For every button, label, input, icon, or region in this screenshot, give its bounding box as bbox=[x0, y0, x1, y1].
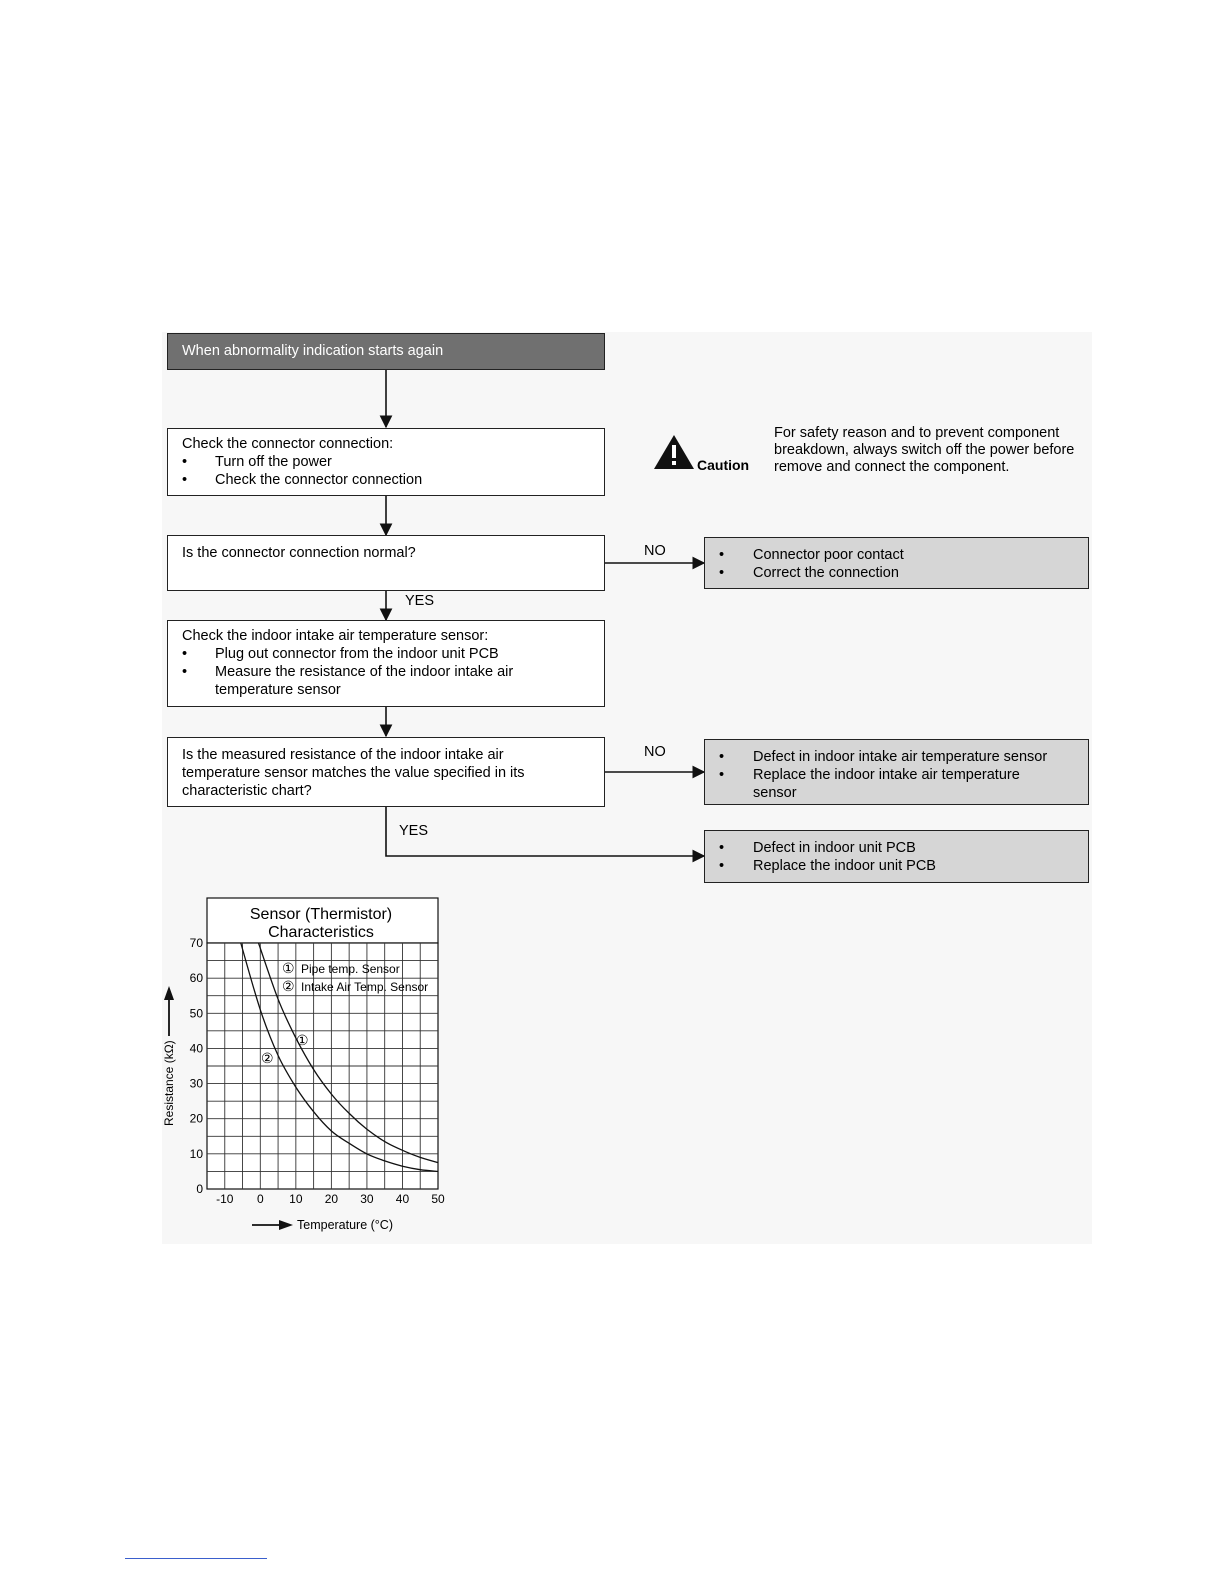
y-tick-label: 70 bbox=[190, 936, 204, 950]
start-box: When abnormality indication starts again bbox=[167, 333, 605, 370]
step1-title: Check the connector connection: bbox=[182, 436, 394, 452]
result-pcb-defect: • Defect in indoor unit PCB • Replace the … bbox=[704, 830, 1089, 883]
result-bullet-row: • Connector poor contact bbox=[719, 546, 1088, 564]
result-connector-poor-contact: • Connector poor contact • Correct the con… bbox=[704, 537, 1089, 589]
step1-bullet-row: • Check the connector connection bbox=[182, 471, 604, 489]
bullet: • bbox=[719, 858, 725, 874]
no-label: NO bbox=[644, 744, 666, 760]
legend-item-1-label: Pipe temp. Sensor bbox=[301, 962, 400, 976]
y-tick-label: 0 bbox=[196, 1182, 203, 1196]
yes-label: YES bbox=[399, 823, 429, 839]
caution-text: For safety reason and to prevent compone… bbox=[774, 425, 1075, 475]
bullet: • bbox=[182, 454, 188, 470]
step2-bullet-text: Measure the resistance of the indoor int… bbox=[215, 664, 514, 698]
legend-item-1-marker: ① bbox=[282, 960, 295, 976]
result-bullet-row: • Defect in indoor unit PCB bbox=[719, 839, 1088, 857]
decision-text: Is the connector connection normal? bbox=[182, 545, 416, 561]
y-axis-arrow-head bbox=[164, 986, 174, 1000]
y-tick-label: 10 bbox=[190, 1147, 204, 1161]
curve-1-marker: ① bbox=[296, 1032, 309, 1048]
x-axis-label: Temperature (°C) bbox=[297, 1218, 393, 1232]
step1-bullet-row: • Turn off the power bbox=[182, 453, 604, 471]
step1-box: Check the connector connection: • Turn of… bbox=[167, 428, 605, 496]
footer-rule bbox=[125, 1558, 267, 1559]
chart-frame bbox=[206, 897, 439, 944]
thermistor-chart: Sensor (Thermistor) Characteristics -10 0… bbox=[162, 897, 445, 1232]
step2-bullet-text: Plug out connector from the indoor unit … bbox=[215, 646, 499, 662]
result-text: Defect in indoor intake air temperature … bbox=[753, 749, 1048, 765]
y-tick-label: 50 bbox=[190, 1006, 204, 1020]
caution-label: Caution bbox=[697, 457, 750, 473]
result-sensor-defect: • Defect in indoor intake air temperature… bbox=[704, 739, 1089, 805]
decision-connector-normal: Is the connector connection normal? bbox=[167, 535, 605, 591]
result-bullet-row: • Defect in indoor intake air temperature… bbox=[719, 748, 1088, 766]
x-tick-label: 30 bbox=[360, 1192, 374, 1206]
result-bullet-row: • Correct the connection bbox=[719, 564, 1088, 582]
bullet: • bbox=[719, 767, 725, 783]
result-text: Connector poor contact bbox=[753, 547, 904, 563]
yes-label: YES bbox=[405, 593, 435, 609]
chart-title-line2: Characteristics bbox=[268, 924, 374, 941]
result-bullet-row: • Replace the indoor unit PCB bbox=[719, 857, 1088, 875]
decision-resistance-matches: Is the measured resistance of the indoor… bbox=[167, 737, 605, 807]
y-axis-label: Resistance (kΩ) bbox=[162, 1040, 176, 1126]
curve-2-marker: ② bbox=[261, 1050, 274, 1066]
step2-bullet-row: • Measure the resistance of the indoor in… bbox=[182, 663, 604, 699]
step2-title: Check the indoor intake air temperature … bbox=[182, 628, 489, 644]
step1-bullet-text: Turn off the power bbox=[215, 454, 332, 470]
bullet: • bbox=[719, 547, 725, 563]
y-tick-label: 60 bbox=[190, 971, 204, 985]
result-text: Replace the indoor unit PCB bbox=[753, 858, 936, 874]
warning-triangle-icon bbox=[654, 435, 694, 469]
bullet: • bbox=[719, 749, 725, 765]
chart-title-line1: Sensor (Thermistor) bbox=[250, 906, 392, 923]
start-text: When abnormality indication starts again bbox=[182, 343, 444, 359]
arrow-q2-yes bbox=[385, 806, 706, 863]
step2-box: Check the indoor intake air temperature … bbox=[167, 620, 605, 707]
bullet: • bbox=[182, 472, 188, 488]
step1-bullet-text: Check the connector connection bbox=[215, 472, 423, 488]
bullet: • bbox=[719, 565, 725, 581]
y-tick-label: 20 bbox=[190, 1112, 204, 1126]
series-line-1 bbox=[257, 942, 439, 1164]
result-text: Replace the indoor intake air temperatur… bbox=[753, 767, 1020, 801]
result-text: Correct the connection bbox=[753, 565, 899, 581]
y-tick-label: 40 bbox=[190, 1041, 204, 1055]
no-label: NO bbox=[644, 543, 666, 559]
x-tick-label: 40 bbox=[396, 1192, 410, 1206]
x-axis-arrow-head bbox=[279, 1220, 293, 1230]
series-line-2 bbox=[240, 942, 439, 1173]
step2-bullet-row: • Plug out connector from the indoor unit… bbox=[182, 645, 604, 663]
bullet: • bbox=[182, 664, 188, 680]
legend-item-2-marker: ② bbox=[282, 978, 295, 994]
bullet: • bbox=[719, 840, 725, 856]
legend-item-2-label: Intake Air Temp. Sensor bbox=[301, 980, 428, 994]
x-tick-label: -10 bbox=[216, 1192, 234, 1206]
y-tick-label: 30 bbox=[190, 1077, 204, 1091]
result-text: Defect in indoor unit PCB bbox=[753, 840, 916, 856]
decision-text: Is the measured resistance of the indoor… bbox=[182, 747, 525, 799]
x-tick-label: 0 bbox=[257, 1192, 264, 1206]
x-tick-label: 20 bbox=[325, 1192, 339, 1206]
result-bullet-row: • Replace the indoor intake air temperatu… bbox=[719, 766, 1088, 802]
bullet: • bbox=[182, 646, 188, 662]
x-tick-label: 10 bbox=[289, 1192, 303, 1206]
x-tick-label: 50 bbox=[431, 1192, 445, 1206]
